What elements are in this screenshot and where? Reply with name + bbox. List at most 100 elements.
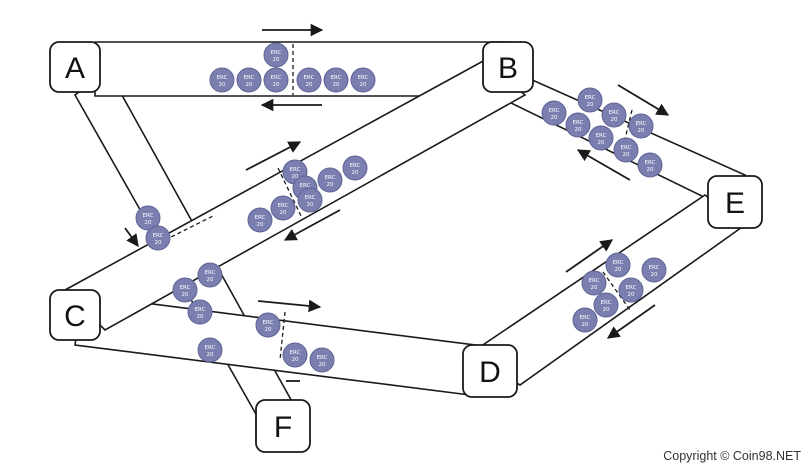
coin-label-line1: ERC [636,121,647,127]
coin-label-line2: 20 [651,272,658,278]
coin-label-line2: 20 [628,292,635,298]
coin-label-line1: ERC [589,278,600,284]
coin-label-line2: 20 [319,362,326,368]
coin-label-line1: ERC [317,355,328,361]
coin-label-line1: ERC [573,120,584,126]
arrow-d-to-e [565,239,614,273]
node-d-label: D [479,356,501,389]
coin-label-line1: ERC [325,175,336,181]
coin-label-line2: 20 [155,240,162,246]
coin-label-line2: 20 [280,210,287,216]
coin-label-line1: ERC [613,260,624,266]
coin-label-line1: ERC [255,215,266,221]
coin-label-line1: ERC [305,195,316,201]
coin-label-line1: ERC [180,285,191,291]
nodes: A B C D E F [49,41,763,453]
arrow-c-to-d [257,299,322,313]
arrow-a-to-f [124,227,139,248]
coin-label-line2: 20 [647,167,654,173]
coin-label-line2: 20 [145,220,152,226]
coin-label-line2: 20 [292,357,299,363]
divider-b-c [277,167,303,219]
divider-c-d [279,311,286,361]
coin-label-line1: ERC [290,350,301,356]
node-d[interactable]: D [462,344,518,398]
coin-label-line1: ERC [645,160,656,166]
copyright-notice: Copyright © Coin98.NET [663,449,801,463]
coin-label-line2: 20 [603,307,610,313]
coin-label-line2: 20 [207,352,214,358]
coin-label-line2: 20 [207,277,214,283]
coin-label-line1: ERC [596,133,607,139]
coin-label-line1: ERC [580,315,591,321]
arrow-b-to-c [283,209,341,241]
node-b[interactable]: B [482,41,534,93]
node-a[interactable]: A [49,41,101,93]
coin-label-line1: ERC [290,167,301,173]
coin-label-line2: 20 [292,174,299,180]
arrow-e-to-d [606,304,656,339]
node-f-label: F [274,411,292,444]
coin-label-line1: ERC [304,75,315,81]
node-e[interactable]: E [707,175,763,229]
coin-label-line1: ERC [601,300,612,306]
coin-label-line2: 20 [587,102,594,108]
node-e-label: E [725,187,745,220]
direction-arrows [124,23,670,382]
coin-label-line1: ERC [585,95,596,101]
coin-label-line1: ERC [143,213,154,219]
coin-label-line2: 20 [611,117,618,123]
coin-label-line1: ERC [278,203,289,209]
node-a-label: A [65,52,85,85]
erc20-coins: ERC20ERC20ERC20ERC20ERC20ERC20ERC20ERC20… [135,42,667,373]
coin-label-line1: ERC [300,183,311,189]
coin-label-line1: ERC [153,233,164,239]
coin-label-line1: ERC [626,285,637,291]
coin-label-line2: 20 [327,182,334,188]
node-f[interactable]: F [255,399,311,453]
coin-label-line1: ERC [271,50,282,56]
arrow-b-to-e [617,84,670,116]
coin-label-line2: 20 [575,127,582,133]
coin-label-line1: ERC [244,75,255,81]
coin-label-line2: 20 [182,292,189,298]
coin-label-line1: ERC [609,110,620,116]
coin-label-line2: 20 [360,82,367,88]
coin-label-line1: ERC [358,75,369,81]
coin-label-line2: 20 [197,314,204,320]
coin-label-line2: 20 [257,222,264,228]
coin-label-line2: 20 [273,82,280,88]
coin-label-line2: 20 [307,202,314,208]
coin-label-line2: 20 [582,322,589,328]
coin-label-line2: 20 [591,285,598,291]
coin-label-line1: ERC [621,145,632,151]
node-c[interactable]: C [49,289,101,341]
coin-label-line2: 20 [219,82,226,88]
coin-label-line2: 20 [551,115,558,121]
